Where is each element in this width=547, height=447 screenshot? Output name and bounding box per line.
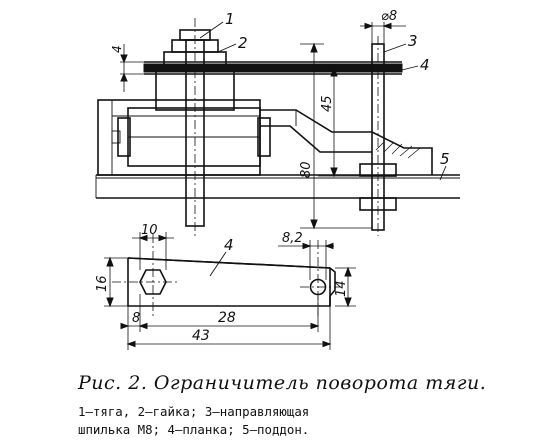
- dim-label-10: 10: [141, 223, 158, 238]
- figure-legend: 1—тяга, 2—гайка; 3—направляющая шпилька …: [78, 403, 538, 439]
- dim-hole-pos: 10: [132, 223, 174, 270]
- callouts: 1 2 3 4 5: [199, 10, 450, 181]
- dim-label-14: 14: [334, 280, 349, 297]
- legend-line-1: 1—тяга, 2—гайка; 3—направляющая: [78, 404, 310, 419]
- dim-label-4: 4: [110, 45, 124, 53]
- dim-label-45: 45: [320, 95, 335, 112]
- detail-label-4: 4: [224, 236, 234, 254]
- dim-label-16: 16: [95, 275, 110, 292]
- assembly-view: 4 ⌀8 45 80: [95, 9, 460, 236]
- dim-height-45: 45: [300, 66, 362, 178]
- mount-block: [97, 99, 261, 176]
- plank-bar: [143, 61, 403, 75]
- dim-washer-thickness: 4: [110, 44, 158, 92]
- dim-label-43: 43: [192, 328, 210, 344]
- dim-label-28: 28: [218, 310, 236, 326]
- dim-lengths: 8 28: [120, 294, 331, 350]
- dim-slot-pos: 8,2: [278, 231, 334, 280]
- figure-caption: Рис. 2. Ограничитель поворота тяги.: [78, 372, 487, 394]
- guide-pin: [359, 36, 397, 236]
- callout-4: 4: [420, 56, 430, 74]
- support-bracket: [260, 109, 433, 175]
- dim-left-height: 16: [95, 256, 128, 308]
- dim-label-d8: ⌀8: [381, 9, 397, 24]
- callout-3: 3: [408, 32, 418, 50]
- clamp-body: [111, 107, 271, 167]
- callout-2: 2: [238, 34, 248, 52]
- dim-label-8: 8: [132, 311, 140, 326]
- tray-plate: [95, 174, 460, 199]
- dim-length-43: 43: [126, 328, 332, 348]
- dim-label-8-2: 8,2: [282, 231, 303, 246]
- dim-height-80: 80: [299, 42, 372, 230]
- pull-rod: [155, 18, 235, 236]
- callout-5: 5: [440, 150, 450, 168]
- dim-right-height: 14: [334, 266, 356, 308]
- plank-detail-view: 4 10 8,2 16: [95, 223, 356, 350]
- legend-line-2: шпилька М8; 4—планка; 5—поддон.: [78, 422, 310, 437]
- dim-pin-diameter: ⌀8: [360, 9, 406, 44]
- dim-label-80: 80: [299, 161, 314, 178]
- callout-1: 1: [225, 10, 235, 28]
